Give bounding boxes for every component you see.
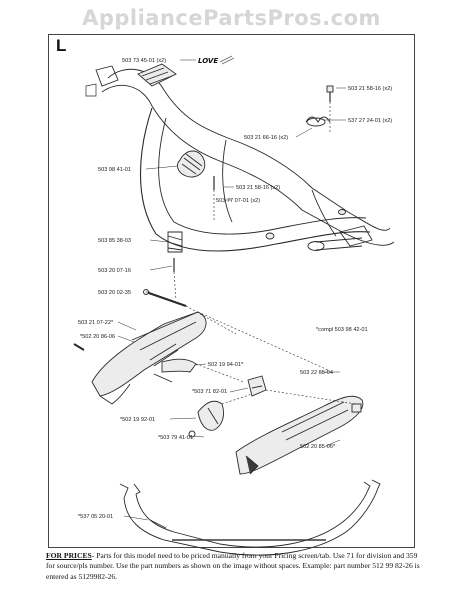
spring-top-right: [305, 85, 334, 127]
throttle-trigger: [153, 358, 197, 383]
screw-left: [73, 343, 85, 351]
part-label: 503 20 02-35: [98, 290, 131, 296]
pricing-note-lead: FOR PRICES: [46, 551, 92, 560]
grip-part: [85, 63, 177, 97]
cable-assembly: [119, 479, 381, 556]
part-label: 503 21 07-22*: [78, 320, 114, 326]
watermark-text: AppliancePartsPros.com: [82, 6, 381, 30]
throttle-lever: [197, 400, 225, 431]
pricing-note-text: - Parts for this model need to be priced…: [46, 551, 420, 581]
part-label: 503 22 65-04: [300, 370, 333, 376]
part-label: 503 21 58-16 (x2): [348, 86, 392, 92]
part-label: 503 21 66-16 (x2): [244, 135, 288, 141]
part-label: *503 79 41-01: [158, 435, 193, 441]
part-label: 537 27 24-01 (x2): [348, 118, 392, 124]
leader-lines: [117, 59, 346, 521]
part-label: 503 98 41-01: [98, 167, 131, 173]
part-label: 503 20 07-16: [98, 268, 131, 274]
part-label: 502 20 85-06*: [300, 444, 336, 450]
part-label: *503 71 82-01: [192, 389, 227, 395]
svg-text:LOVE: LOVE: [198, 57, 218, 65]
part-label: 503 85 38-03: [98, 238, 131, 244]
diagram-frame: [48, 34, 415, 548]
brand-logo: LOVE: [198, 55, 235, 65]
throttle-housing-left: [91, 311, 207, 405]
part-label: 503 73 45-01 (x2): [122, 58, 166, 64]
part-label: 503 77 07-01 (x2): [216, 198, 260, 204]
small-block: [247, 375, 267, 397]
part-label: *502 19 92-01: [120, 417, 155, 423]
assembly-lines: [173, 102, 357, 405]
part-label: 502 19 94-01*: [208, 362, 244, 368]
section-letter: L: [56, 36, 67, 55]
part-label: 503 21 58-16 (x2): [236, 185, 280, 191]
part-label: *537 05 20-01: [78, 514, 113, 520]
handlebar-part: [101, 68, 395, 252]
part-label: *502 20 86-06: [80, 334, 115, 340]
throttle-housing-right: [235, 395, 364, 475]
small-fastener: [188, 430, 196, 438]
spring-mid: [177, 150, 215, 190]
pricing-note: FOR PRICES- Parts for this model need to…: [46, 551, 426, 582]
spring-bottom-left: [167, 231, 183, 272]
part-label: *compl 503 98 42-01: [316, 327, 368, 333]
